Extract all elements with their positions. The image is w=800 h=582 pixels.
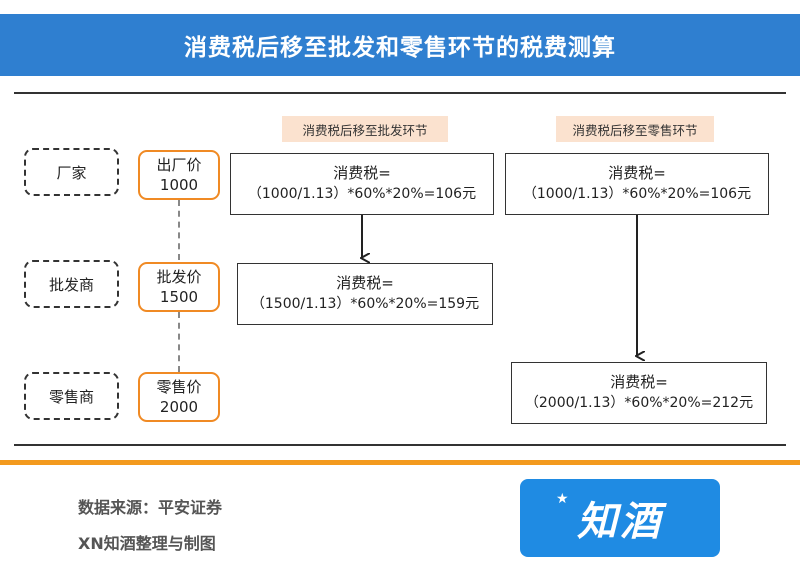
level-wholesaler: 批发商	[24, 260, 119, 308]
title-banner: 消费税后移至批发和零售环节的税费测算	[0, 14, 800, 76]
tag-wholesale-scenario: 消费税后移至批发环节	[282, 116, 448, 142]
calc-formula: （2000/1.13）*60%*20%=212元	[524, 395, 754, 411]
data-source: 数据来源：平安证券	[78, 498, 223, 517]
calc-label: 消费税=	[333, 164, 391, 182]
tag-text: 消费税后移至零售环节	[572, 122, 698, 138]
tag-text: 消费税后移至批发环节	[302, 122, 428, 138]
bottom-divider	[14, 444, 786, 446]
calc-label: 消费税=	[610, 373, 668, 391]
calc-box-retail-factory: 消费税= （1000/1.13）*60%*20%=106元	[505, 153, 769, 215]
chain-connector-2	[178, 312, 180, 372]
credit-line: XN知酒整理与制图	[78, 534, 216, 553]
calc-label: 消费税=	[608, 164, 666, 182]
price-label: 批发价	[156, 268, 202, 286]
price-label: 零售价	[156, 378, 202, 396]
price-box-retail: 零售价 2000	[138, 372, 220, 422]
calc-formula: （1000/1.13）*60%*20%=106元	[522, 186, 752, 202]
brand-logo: ★ 知酒	[520, 479, 720, 557]
price-value: 2000	[159, 398, 199, 416]
level-retailer: 零售商	[24, 372, 119, 420]
calc-box-wholesale-wholesaler: 消费税= （1500/1.13）*60%*20%=159元	[237, 263, 493, 325]
top-divider	[14, 92, 786, 94]
accent-bar	[0, 460, 800, 465]
level-name: 厂家	[56, 163, 87, 182]
calc-box-wholesale-factory: 消费税= （1000/1.13）*60%*20%=106元	[230, 153, 494, 215]
logo-text: 知酒	[577, 499, 663, 545]
price-label: 出厂价	[156, 156, 202, 174]
level-name: 批发商	[48, 275, 94, 294]
calc-label: 消费税=	[336, 274, 394, 292]
level-manufacturer: 厂家	[24, 148, 119, 196]
star-icon: ★	[556, 491, 572, 507]
calc-formula: （1500/1.13）*60%*20%=159元	[250, 296, 480, 312]
calc-formula: （1000/1.13）*60%*20%=106元	[247, 186, 477, 202]
price-value: 1000	[159, 176, 199, 194]
price-box-wholesale: 批发价 1500	[138, 262, 220, 312]
level-name: 零售商	[48, 387, 94, 406]
page-title: 消费税后移至批发和零售环节的税费测算	[184, 35, 616, 61]
tag-retail-scenario: 消费税后移至零售环节	[556, 116, 714, 142]
chain-connector-1	[178, 200, 180, 260]
price-value: 1500	[159, 288, 199, 306]
price-box-factory: 出厂价 1000	[138, 150, 220, 200]
calc-box-retail-retailer: 消费税= （2000/1.13）*60%*20%=212元	[511, 362, 767, 424]
